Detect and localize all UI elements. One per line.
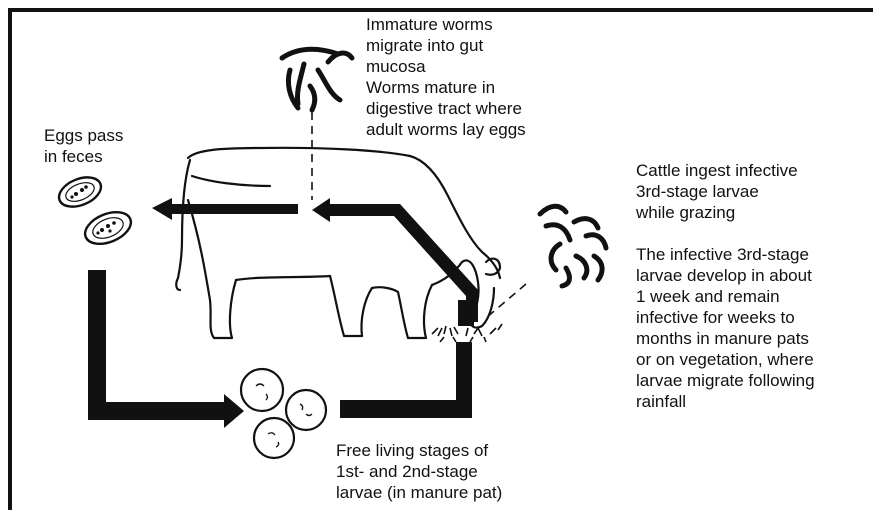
arrow-right-vertical (456, 342, 472, 418)
infective-larvae-icon (540, 206, 606, 286)
egg-icon (55, 172, 106, 213)
larva-circle-icon (241, 369, 283, 411)
eggs-label: Eggs pass in feces (44, 125, 123, 167)
grass-tuft (432, 324, 502, 342)
arrow-bottom-right (340, 400, 468, 418)
cow-illustration (176, 148, 500, 338)
larva-circle-icon (254, 418, 294, 458)
arrow-bottom-left (88, 394, 244, 428)
cattle-ingest-label: Cattle ingest infective 3rd-stage larvae… (636, 160, 815, 412)
larvae-circles (241, 369, 326, 458)
arrow-left-body (152, 198, 298, 220)
arrow-mouth-stub (458, 300, 474, 326)
immature-worms-label: Immature worms migrate into gut mucosa W… (366, 14, 526, 140)
arrow-left-vertical (88, 270, 106, 420)
larva-circle-icon (286, 390, 326, 430)
free-living-label: Free living stages of 1st- and 2nd-stage… (336, 440, 502, 503)
immature-worms-icon (282, 49, 352, 110)
egg-illustrations (55, 172, 136, 250)
